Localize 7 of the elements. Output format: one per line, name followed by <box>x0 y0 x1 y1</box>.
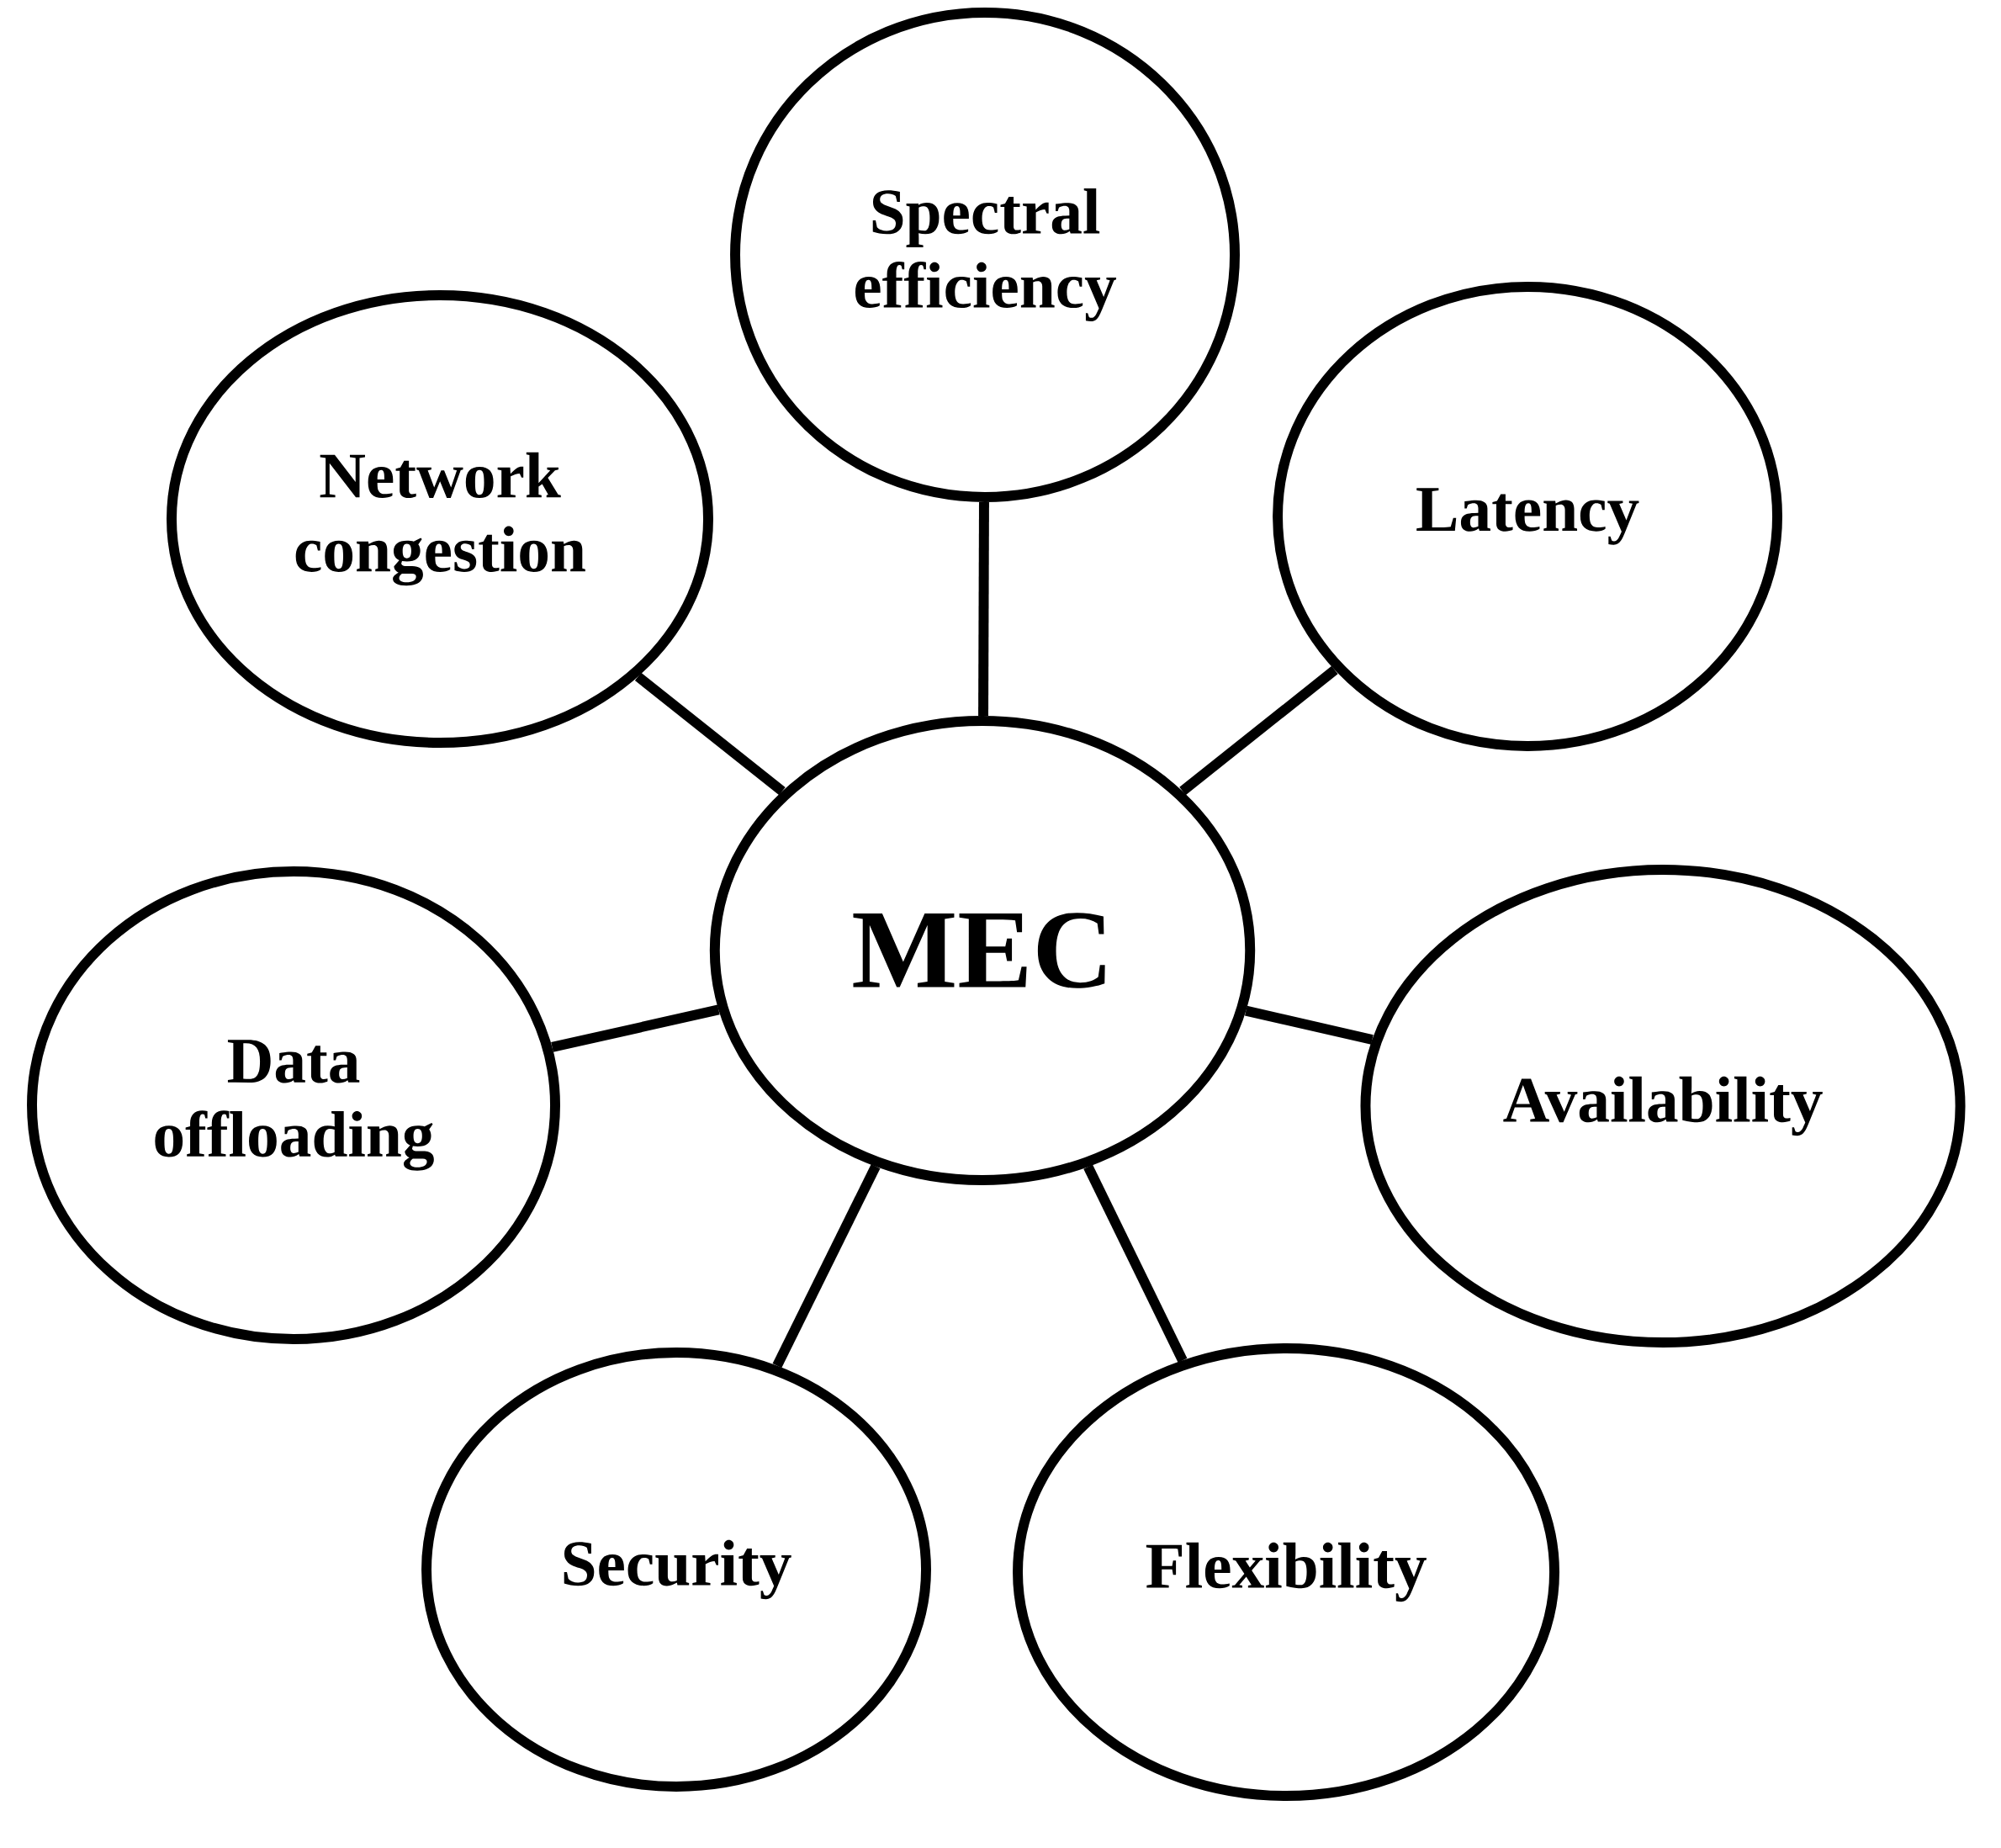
connector-line <box>772 1164 881 1369</box>
connector-line <box>551 1004 720 1052</box>
connector-line <box>634 672 786 796</box>
connector-line <box>1083 1164 1188 1363</box>
connector-line <box>1179 665 1338 796</box>
connector-line <box>1244 1005 1374 1045</box>
connector-line <box>978 501 989 717</box>
